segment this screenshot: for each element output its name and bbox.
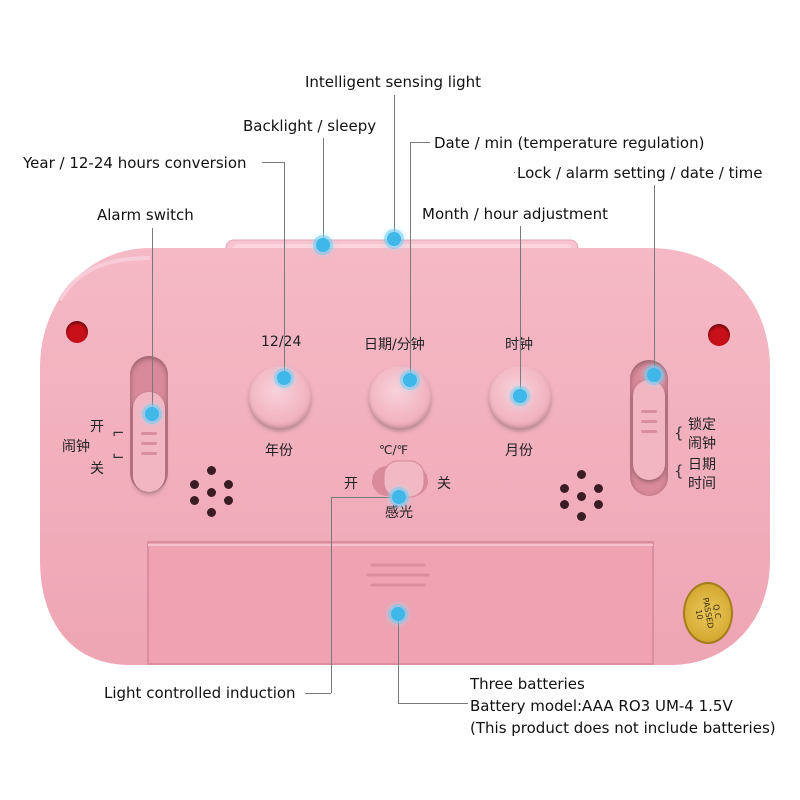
highlight-lock-switch (647, 368, 661, 382)
label-clock: 时钟 (505, 337, 533, 353)
callout-light-induction: Light controlled induction (104, 684, 296, 702)
label-alarm-off: 关 (90, 461, 104, 477)
highlight-year-button (277, 371, 291, 385)
right-bracket-top: { (674, 424, 684, 442)
leader-backlight (323, 138, 324, 245)
leader-alarm-v (152, 228, 153, 414)
callout-no-batteries: (This product does not include batteries… (470, 719, 776, 737)
leader-year-v (284, 162, 285, 378)
label-light-on: 开 (344, 476, 358, 492)
battery-compartment (147, 541, 654, 665)
callout-intelligent-sensing-light: Intelligent sensing light (305, 73, 482, 91)
callout-date-min: Date / min (temperature regulation) (434, 134, 705, 152)
right-bracket-bottom: { (674, 462, 684, 480)
leader-light-v (331, 497, 332, 693)
highlight-backlight (316, 238, 330, 252)
callout-year-conversion: Year / 12-24 hours conversion (23, 154, 247, 172)
label-lock: 锁定 (688, 417, 716, 433)
leader-date-min-h (410, 142, 430, 143)
label-date-min: 日期/分钟 (364, 337, 425, 353)
left-mount-hole (66, 321, 88, 343)
leader-light-h (331, 497, 399, 498)
left-bracket-top: ⌐ (112, 424, 125, 442)
label-year: 年份 (265, 443, 293, 459)
label-light-off: 关 (437, 476, 451, 492)
callout-month-hour: Month / hour adjustment (422, 205, 609, 223)
highlight-battery (391, 607, 405, 621)
label-alarm: 闹钟 (62, 439, 90, 455)
callout-battery-model: Battery model:AAA RO3 UM-4 1.5V (470, 697, 733, 715)
label-alarm-on: 开 (90, 419, 104, 435)
leader-lock-v (654, 185, 655, 375)
leader-month-v (520, 226, 521, 396)
highlight-month-button (513, 389, 527, 403)
label-right-date: 日期 (688, 457, 716, 473)
leader-sensing-light (394, 95, 395, 238)
leader-year-h (262, 162, 284, 163)
leader-light-h2 (305, 693, 331, 694)
leader-battery-h (398, 703, 468, 704)
label-light-sense: 感光 (385, 505, 413, 521)
qc-passed-seal: Q.C PASSED 10 (683, 582, 733, 644)
highlight-alarm-switch (145, 407, 159, 421)
leader-lock-h (514, 172, 515, 173)
callout-alarm-switch: Alarm switch (97, 206, 194, 224)
label-temp-unit: ℃/℉ (379, 443, 408, 457)
highlight-sensing-light (387, 232, 401, 246)
label-right-time: 时间 (688, 476, 716, 492)
left-bracket-bottom: ⌙ (112, 446, 125, 464)
date-min-button[interactable] (369, 366, 431, 428)
callout-backlight-sleepy: Backlight / sleepy (243, 117, 377, 135)
leader-date-min-v (410, 142, 411, 380)
highlight-light-switch (392, 490, 406, 504)
right-mount-hole (708, 324, 730, 346)
leader-battery-v (398, 615, 399, 703)
callout-three-batteries: Three batteries (470, 675, 585, 693)
label-12-24: 12/24 (261, 334, 302, 350)
label-month: 月份 (505, 443, 533, 459)
highlight-date-button (403, 373, 417, 387)
label-right-alarm: 闹钟 (688, 436, 716, 452)
callout-lock-alarm: Lock / alarm setting / date / time (517, 164, 763, 182)
lock-switch-slider[interactable] (633, 380, 665, 480)
